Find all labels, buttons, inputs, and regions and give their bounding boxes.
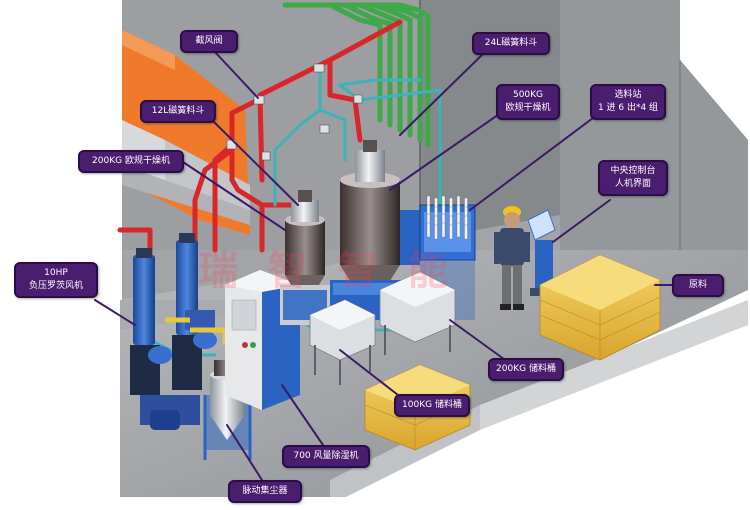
bin-100kg-label: 100KG 储料桶	[402, 400, 462, 410]
callout-bin-100kg: 100KG 储料桶	[394, 394, 470, 417]
callout-dehumidifier: 700 风量除湿机	[282, 445, 370, 468]
callout-material-selector: 选料站 1 进 6 出*4 组	[590, 84, 666, 120]
selector-tube	[464, 224, 468, 240]
dryer-200kg	[280, 190, 330, 325]
callout-bin-200kg: 200KG 储料桶	[488, 358, 564, 381]
callout-damper-valve: 截风阀	[180, 30, 238, 53]
damper-valve-label: 截风阀	[195, 36, 223, 46]
blower-line2: 负压罗茨风机	[28, 281, 83, 291]
callout-hopper-24l: 24L磁簧料斗	[472, 32, 550, 55]
control-line1: 中央控制台	[610, 166, 656, 176]
control-line2: 人机界面	[614, 179, 651, 189]
selector-line1: 选料站	[614, 90, 642, 100]
watermark: 瑞 智 智 能	[198, 248, 456, 294]
dryer-200kg-label: 200KG 欧规干燥机	[92, 156, 170, 166]
pipe-valves	[226, 63, 363, 161]
selector-tube	[449, 224, 453, 240]
dryer-500kg-line2: 欧规干燥机	[505, 103, 551, 113]
hopper-24l-label: 24L磁簧料斗	[484, 38, 538, 48]
selector-tube	[441, 222, 446, 238]
selector-tube	[426, 222, 431, 238]
storage-bins	[309, 271, 456, 385]
callout-hopper-12l: 12L磁簧料斗	[140, 100, 216, 123]
callout-control-console: 中央控制台 人机界面	[598, 160, 668, 196]
blower-line1: 10HP	[44, 268, 68, 278]
green-pipes	[282, 2, 431, 148]
callout-raw-material: 原料	[672, 274, 724, 297]
leader-lines	[94, 51, 673, 481]
callout-dryer-500kg: 500KG 欧规干燥机	[496, 84, 560, 120]
selector-line2: 1 进 6 出*4 组	[597, 103, 659, 113]
dryer-500kg-line1: 500KG	[512, 90, 544, 100]
selector-tube	[434, 224, 438, 240]
dust-collector-label: 脉动集尘器	[242, 486, 288, 496]
callout-dust-collector: 脉动集尘器	[228, 480, 302, 503]
worker-figure	[494, 206, 530, 310]
dehumidifier-label: 700 风量除湿机	[293, 451, 359, 461]
hopper-12l-label: 12L磁簧料斗	[151, 106, 205, 116]
raw-material-label: 原料	[688, 280, 707, 290]
selector-tube	[456, 222, 461, 238]
callout-roots-blower: 10HP 负压罗茨风机	[14, 262, 98, 298]
bin-200kg-label: 200KG 储料桶	[496, 364, 556, 374]
callout-dryer-200kg: 200KG 欧规干燥机	[78, 150, 184, 173]
